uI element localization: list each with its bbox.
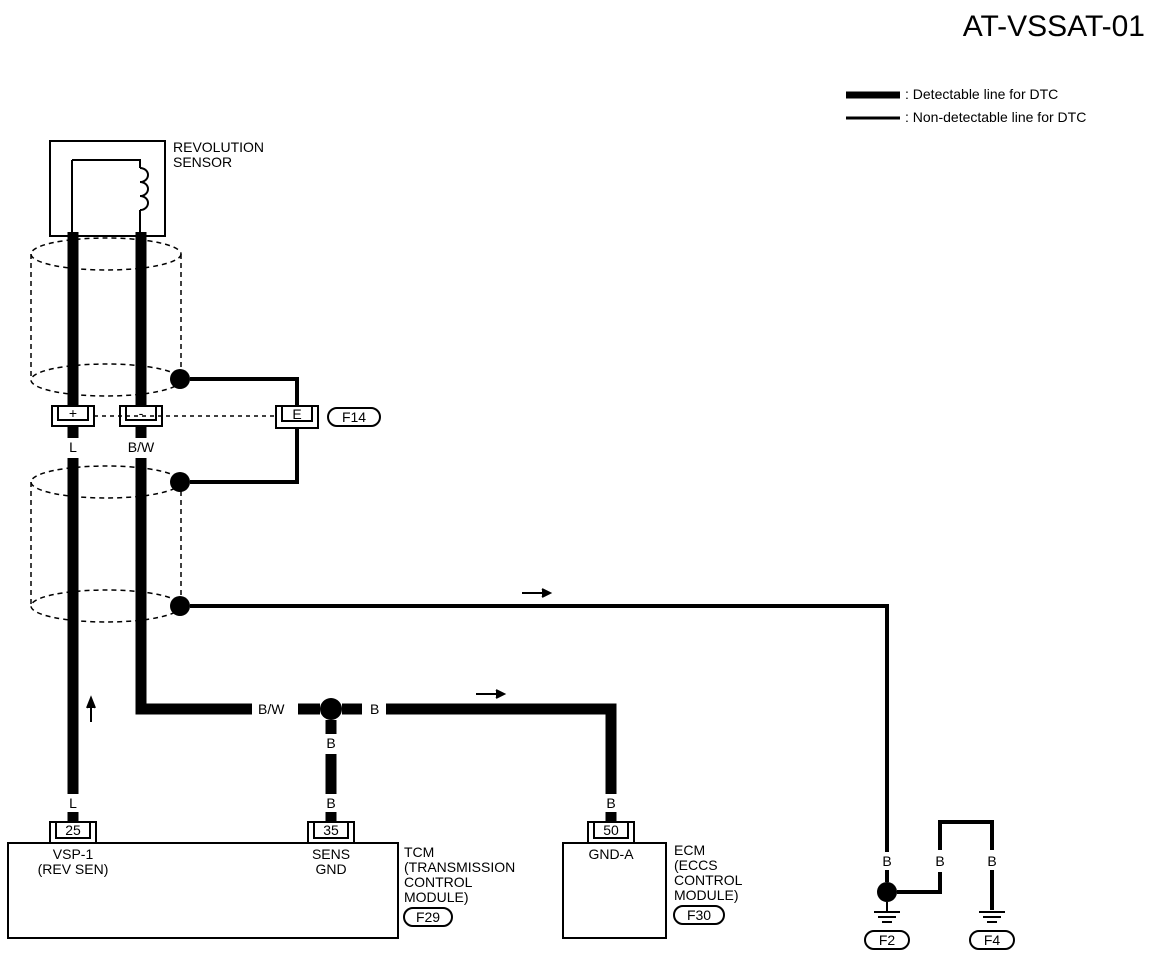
ecm-pin-50-inner: [593, 821, 629, 839]
ground-junction: [877, 882, 897, 902]
ecm-module: 50 GND-A ECM (ECCS CONTROL MODULE) F30: [562, 821, 743, 939]
sensor-name-line1: REVOLUTION: [173, 139, 264, 155]
connector-tag-f29: [403, 907, 453, 927]
wire-b-to-ecm: [386, 703, 617, 794]
ground-tag-f4: [969, 930, 1015, 950]
tcm-vsp-label-1: VSP-1: [53, 846, 94, 862]
upper-shield-junction: [170, 369, 190, 389]
ground-f2-icon: [874, 911, 900, 923]
lower-shield-top: [30, 465, 182, 499]
wire-color-bw-branch: B/W: [258, 701, 285, 717]
revolution-sensor: REVOLUTION SENSOR: [49, 139, 264, 237]
pin-minus-label: -: [139, 405, 144, 421]
upper-shield: [30, 237, 182, 397]
tcm-gnd-label-2: GND: [315, 861, 346, 877]
connector-tag-f30-label: F30: [687, 907, 711, 923]
wire-color-b-ecm: B: [606, 795, 615, 811]
tcm-name-4: MODULE): [404, 889, 469, 905]
sensor-coil-icon: [71, 159, 141, 232]
legend-non-detectable-label: : Non-detectable line for DTC: [905, 109, 1086, 125]
tcm-name-3: CONTROL: [404, 874, 473, 890]
splice-junction: [320, 698, 342, 720]
ground-tag-f2: [864, 930, 910, 950]
ground-tag-f2-label: F2: [879, 932, 896, 948]
sensor-name-line2: SENSOR: [173, 154, 232, 170]
upper-shield-top: [30, 237, 182, 271]
wire-bw-main: [135, 458, 252, 715]
tcm-body: [7, 842, 399, 939]
middle-shield-junction: [170, 472, 190, 492]
ecm-pin-label: GND-A: [588, 846, 634, 862]
coil-icon: [139, 167, 149, 211]
ecm-name-2: (ECCS: [674, 857, 718, 873]
wire-color-l-upper: L: [69, 439, 77, 455]
sensor-body: [49, 140, 166, 237]
upper-shield-bottom: [30, 363, 182, 397]
connector-tag-f30: [673, 905, 725, 925]
diagram-title: AT-VSSAT-01: [963, 10, 1145, 43]
lower-shield: [30, 465, 182, 623]
arrow-up-icon: [86, 695, 96, 722]
ground-f4-icon: [979, 911, 1005, 923]
wire-color-bw-upper: B/W: [128, 439, 155, 455]
wire-color-b-branch: B: [370, 701, 379, 717]
tcm-pin-25-label: 25: [65, 822, 81, 838]
tcm-name-1: TCM: [404, 844, 434, 860]
tcm-name-2: (TRANSMISSION: [404, 859, 515, 875]
connector-tag-f29-label: F29: [416, 909, 440, 925]
tcm-module: 25 35 VSP-1 (REV SEN) SENS GND TCM (TRAN…: [7, 821, 515, 939]
middle-drain-wire: [190, 428, 299, 484]
ground-section: B B B F2 F4: [864, 820, 1015, 950]
ground-tag-f4-label: F4: [984, 932, 1001, 948]
tcm-vsp-label-2: (REV SEN): [38, 861, 109, 877]
tcm-gnd-label-1: SENS: [312, 846, 350, 862]
connector-tag-f14-label: F14: [342, 409, 366, 425]
connector-tag-f14: [327, 407, 381, 427]
tcm-pin-25-inner: [55, 821, 91, 839]
arrow-right-icon-2: [476, 689, 507, 699]
wire-color-l-tcm: L: [69, 795, 77, 811]
ecm-name-4: MODULE): [674, 887, 739, 903]
arrow-right-icon: [522, 588, 553, 598]
lower-shield-junction: [170, 596, 190, 616]
ecm-name-3: CONTROL: [674, 872, 743, 888]
wire-color-b-f2: B: [882, 853, 891, 869]
pin-e-label: E: [292, 406, 301, 422]
tcm-pin-35-inner: [313, 821, 349, 839]
tcm-pin-35-label: 35: [323, 822, 339, 838]
shield-ground-wire: [190, 604, 889, 852]
wire-f4-loop: [938, 820, 994, 850]
ecm-body: [562, 842, 667, 939]
pin-plus-label: +: [69, 405, 77, 421]
ecm-name-1: ECM: [674, 842, 705, 858]
wire-color-b-f4-a: B: [935, 853, 944, 869]
wire-color-b-35-upper: B: [326, 735, 335, 751]
legend: : Detectable line for DTC : Non-detectab…: [846, 86, 1086, 125]
wire-color-b-f4-b: B: [987, 853, 996, 869]
wire-f2-to-f4: [897, 872, 942, 894]
wire-color-b-tcm: B: [326, 795, 335, 811]
connector-f14: + - E F14: [51, 405, 381, 429]
upper-drain-wire: [190, 377, 299, 406]
legend-detectable-label: : Detectable line for DTC: [905, 86, 1058, 102]
pin-minus-inner: [125, 405, 157, 421]
pin-plus-inner: [57, 405, 89, 421]
ecm-pin-50-label: 50: [603, 822, 619, 838]
lower-shield-bottom: [30, 589, 182, 623]
